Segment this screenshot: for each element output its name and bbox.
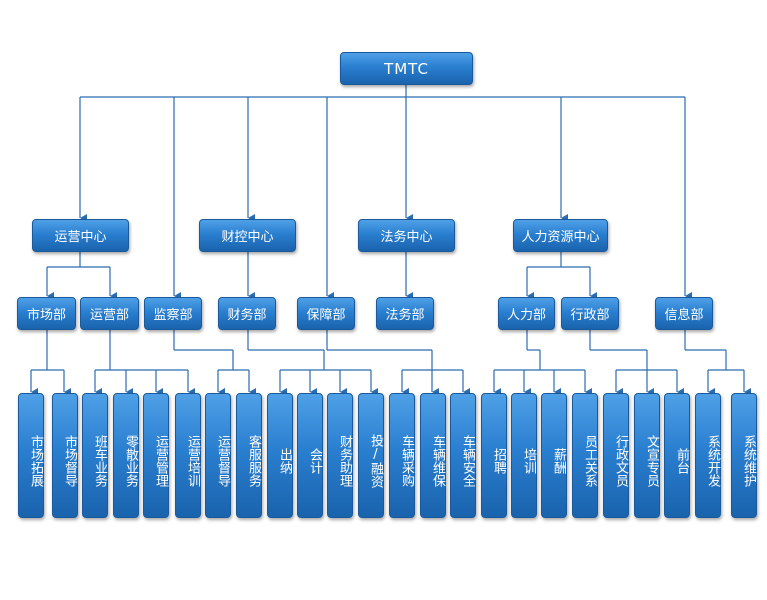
box-dept-xingzheng: 行政部 [561, 297, 619, 330]
leaf-box: 行政文员 [603, 393, 629, 518]
leaf-box: 系统维护 [731, 393, 757, 518]
leaf-box: 客服服务 [236, 393, 262, 518]
leaf-box: 市场拓展 [18, 393, 44, 518]
leaf-box: 薪酬 [541, 393, 567, 518]
leaf-box: 培训 [511, 393, 537, 518]
leaf-box: 出纳 [267, 393, 293, 518]
box-center-renli: 人力资源中心 [513, 219, 608, 252]
leaf-box: 班车业务 [82, 393, 108, 518]
box-center-yunying: 运营中心 [32, 219, 129, 252]
box-dept-caiwu: 财务部 [218, 297, 276, 330]
leaf-box: 会计 [297, 393, 323, 518]
box-dept-jiancha: 监察部 [144, 297, 202, 330]
leaf-box: 运营培训 [175, 393, 201, 518]
leaf-box: 市场督导 [52, 393, 78, 518]
leaf-box: 车辆采购 [389, 393, 415, 518]
leaf-box: 车辆维保 [420, 393, 446, 518]
box-root: TMTC [340, 52, 473, 85]
box-center-fawu: 法务中心 [358, 219, 455, 252]
box-dept-shichang: 市场部 [17, 297, 76, 330]
box-dept-fawu: 法务部 [376, 297, 434, 330]
leaf-box: 财务助理 [327, 393, 353, 518]
box-dept-renli: 人力部 [498, 297, 555, 330]
box-center-caikong: 财控中心 [199, 219, 296, 252]
box-dept-yunying: 运营部 [80, 297, 139, 330]
box-dept-baozhang: 保障部 [297, 297, 355, 330]
leaf-box: 文宣专员 [634, 393, 660, 518]
leaf-box: 员工关系 [572, 393, 598, 518]
box-dept-xinxi: 信息部 [655, 297, 713, 330]
leaf-box: 系统开发 [695, 393, 721, 518]
leaf-box: 运营督导 [205, 393, 231, 518]
leaf-box: 运营管理 [143, 393, 169, 518]
leaf-box: 零散业务 [113, 393, 139, 518]
leaf-box: 车辆安全 [450, 393, 476, 518]
leaf-box: 投/融资 [358, 393, 384, 518]
leaf-box: 招聘 [481, 393, 507, 518]
leaf-box: 前台 [664, 393, 690, 518]
